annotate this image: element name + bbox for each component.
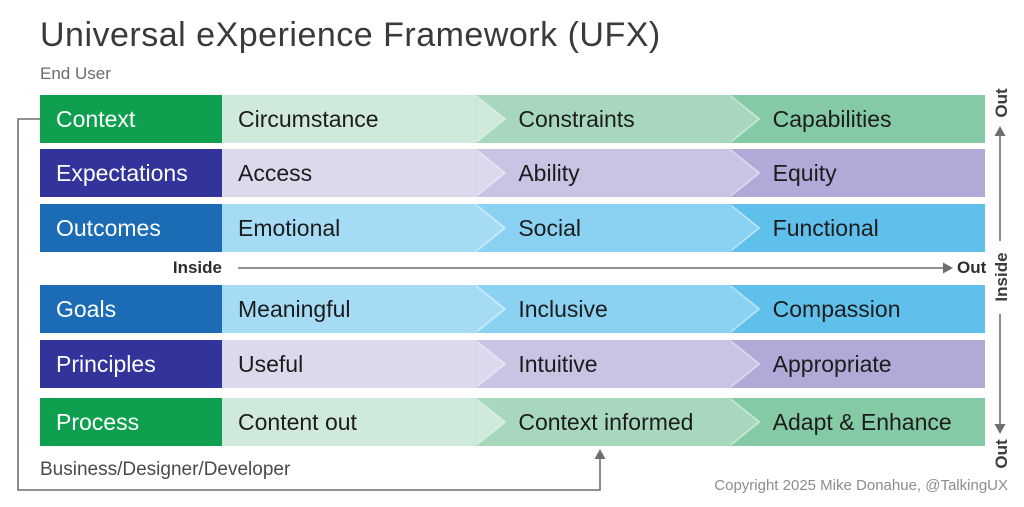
segment-text: Emotional (238, 214, 341, 241)
out-top-vertical-label: Out (992, 88, 1011, 118)
out-axis-label: Out (957, 258, 987, 277)
segment-text: Access (238, 159, 313, 186)
segment-text: Adapt & Enhance (772, 408, 952, 435)
row-expectations: Expectations Access Ability Equity (40, 149, 985, 197)
end-user-label: End User (40, 64, 111, 83)
row-segment: Access (222, 149, 507, 197)
row-segment: Meaningful (222, 285, 507, 333)
row-segment: Emotional (222, 204, 507, 252)
row-segment: Context informed (476, 398, 761, 446)
row-segment: Capabilities (730, 95, 985, 143)
row-outcomes: Outcomes Emotional Social Functional (40, 204, 985, 252)
right-axis-top-arrowhead-icon (994, 126, 1006, 136)
row-segment: Circumstance (222, 95, 507, 143)
row-label: Process (40, 398, 222, 446)
copyright-text: Copyright 2025 Mike Donahue, @TalkingUX (714, 477, 1008, 494)
row-process: Process Content out Context informed Ada… (40, 398, 985, 446)
inside-out-arrowhead-icon (943, 262, 953, 274)
out-bottom-vertical-label: Out (992, 439, 1011, 469)
inside-axis-label: Inside (172, 258, 222, 277)
row-label: Principles (40, 340, 222, 388)
row-label: Expectations (40, 149, 222, 197)
row-segment: Content out (222, 398, 507, 446)
segment-text: Compassion (772, 295, 901, 322)
row-segment: Intuitive (476, 340, 761, 388)
business-designer-developer-label: Business/Designer/Developer (40, 459, 291, 480)
row-context: Context Circumstance Constraints Capabil… (40, 95, 985, 143)
segment-text: Context informed (518, 408, 694, 435)
row-segment: Constraints (476, 95, 761, 143)
row-label: Outcomes (40, 204, 222, 252)
row-label: Context (40, 95, 222, 143)
segment-text: Content out (238, 408, 357, 435)
segment-text: Equity (772, 159, 837, 186)
right-axis-bottom-arrowhead-icon (994, 424, 1006, 434)
row-segment: Functional (730, 204, 985, 252)
row-segment: Compassion (730, 285, 985, 333)
feedback-loop-arrowhead-icon (594, 449, 606, 459)
segment-text: Appropriate (772, 350, 892, 377)
segment-text: Meaningful (238, 295, 351, 322)
segment-text: Useful (238, 350, 304, 377)
row-segment: Appropriate (730, 340, 985, 388)
segment-text: Circumstance (238, 105, 379, 132)
row-segment: Equity (730, 149, 985, 197)
row-segment: Ability (476, 149, 761, 197)
page-title: Universal eXperience Framework (UFX) (40, 16, 661, 54)
segment-text: Capabilities (772, 105, 892, 132)
inside-vertical-label: Inside (992, 252, 1011, 302)
row-segment: Adapt & Enhance (730, 398, 985, 446)
segment-text: Functional (772, 214, 879, 241)
row-principles: Principles Useful Intuitive Appropriate (40, 340, 985, 388)
row-segment: Inclusive (476, 285, 761, 333)
row-segment: Useful (222, 340, 507, 388)
row-segment: Social (476, 204, 761, 252)
row-goals: Goals Meaningful Inclusive Compassion (40, 285, 985, 333)
row-label: Goals (40, 285, 222, 333)
